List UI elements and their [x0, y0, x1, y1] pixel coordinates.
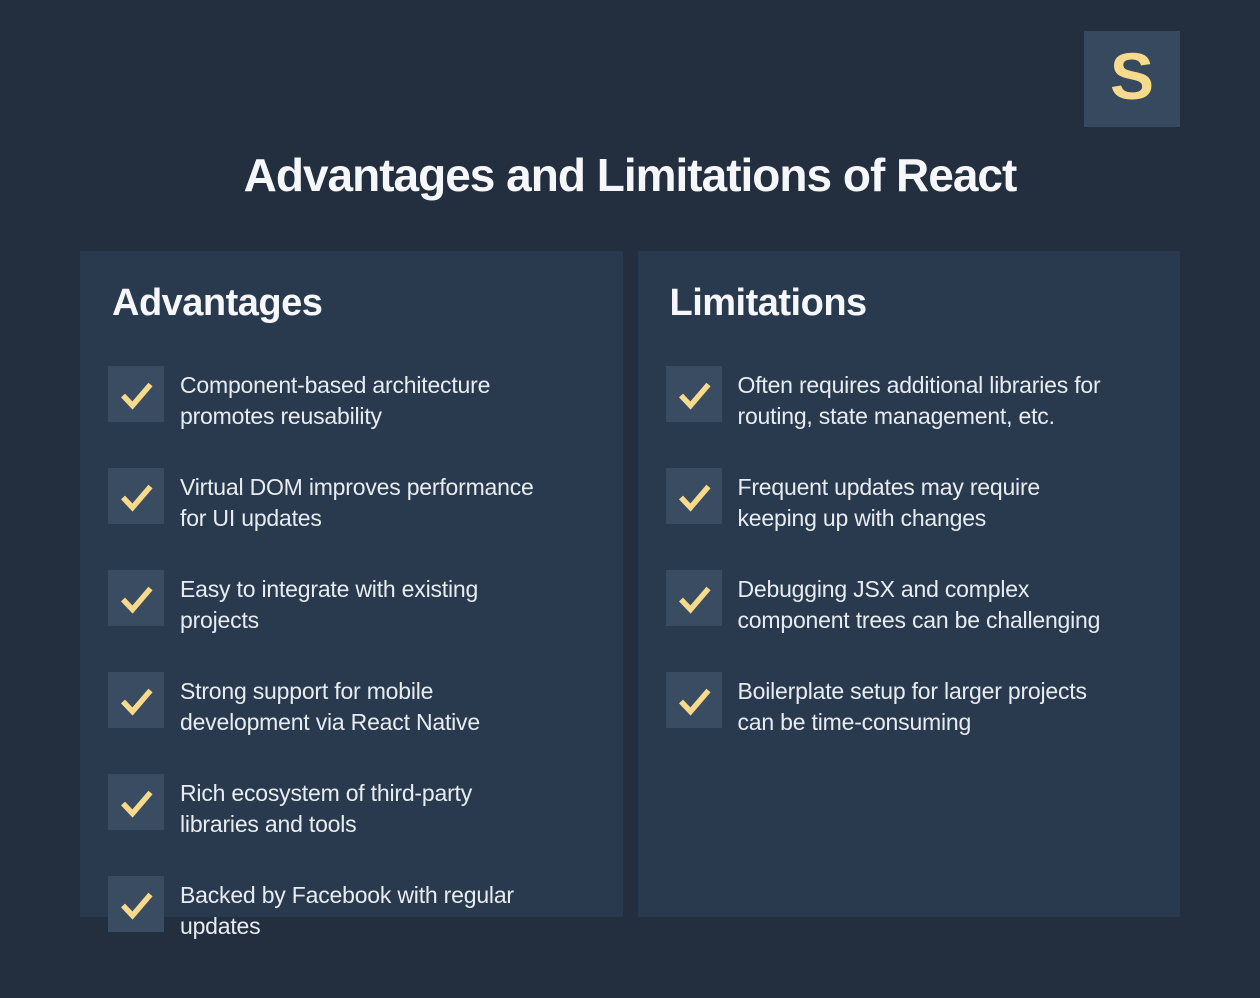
list-item: Frequent updates may require keeping up … — [665, 468, 1173, 534]
checkmark-icon — [108, 774, 164, 830]
panel-items: Often requires additional libraries for … — [665, 366, 1173, 738]
list-item: Component-based architecture promotes re… — [108, 366, 615, 432]
item-text: Easy to integrate with existing projects — [180, 576, 479, 633]
checkmark-icon — [108, 366, 164, 422]
checkmark-icon — [108, 468, 164, 524]
list-item: Often requires additional libraries for … — [665, 366, 1173, 432]
list-item: Debugging JSX and complex component tree… — [665, 570, 1173, 636]
item-text: Debugging JSX and complex component tree… — [737, 576, 1101, 633]
panel-items: Component-based architecture promotes re… — [108, 366, 615, 942]
panel-heading: Advantages — [112, 282, 323, 324]
list-item: Virtual DOM improves performance for UI … — [108, 468, 615, 534]
item-text: Frequent updates may require keeping up … — [737, 474, 1041, 531]
checkmark-icon — [665, 468, 722, 524]
checkmark-icon — [665, 672, 722, 728]
list-item: Boilerplate setup for larger projects ca… — [665, 672, 1173, 738]
checkmark-icon — [665, 570, 722, 626]
panel-heading: Limitations — [669, 282, 868, 324]
list-item: Rich ecosystem of third-party libraries … — [108, 774, 615, 840]
page-title: Advantages and Limitations of React — [243, 149, 1018, 201]
list-item: Easy to integrate with existing projects — [108, 570, 615, 636]
item-text: Rich ecosystem of third-party libraries … — [180, 780, 473, 837]
checkmark-icon — [665, 366, 722, 422]
panels: Advantages Component-based architecture … — [80, 251, 1180, 939]
item-text: Strong support for mobile development vi… — [180, 678, 480, 735]
panel: Limitations Often requires additional li… — [637, 251, 1180, 917]
item-text: Virtual DOM improves performance for UI … — [180, 474, 534, 531]
list-item: Backed by Facebook with regular updates — [108, 876, 615, 942]
item-text: Component-based architecture promotes re… — [180, 372, 491, 429]
checkmark-icon — [108, 570, 164, 626]
checkmark-icon — [108, 672, 164, 728]
panel: Advantages Component-based architecture … — [80, 251, 623, 939]
checkmark-icon — [108, 876, 164, 932]
item-text: Often requires additional libraries for … — [737, 372, 1101, 429]
item-text: Backed by Facebook with regular updates — [180, 882, 514, 939]
brand-logo-letter: S — [1109, 39, 1155, 113]
list-item: Strong support for mobile development vi… — [108, 672, 615, 738]
brand-logo: S — [1084, 31, 1180, 127]
item-text: Boilerplate setup for larger projects ca… — [737, 678, 1087, 735]
